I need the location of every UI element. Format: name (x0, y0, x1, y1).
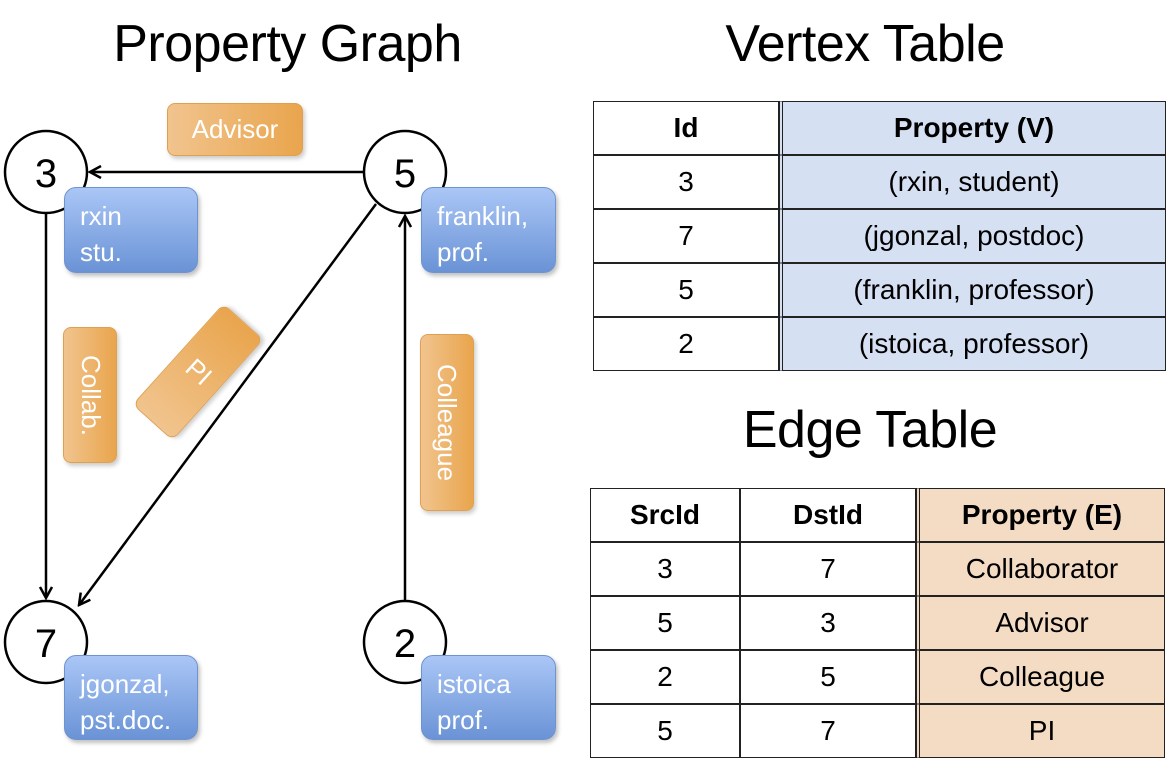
vertex-name: istoica (437, 669, 511, 699)
vertex-role: prof. (437, 705, 490, 735)
column-header: Property (V) (779, 101, 1166, 155)
table-cell: 3 (590, 542, 740, 596)
table-cell: (jgonzal, postdoc) (779, 209, 1166, 263)
vertex-name: rxin (80, 201, 122, 231)
table-cell: PI (916, 704, 1165, 758)
table-cell: Advisor (916, 596, 1165, 650)
table-header-row: SrcId DstId Property (E) (590, 488, 1165, 542)
table-row: 3(rxin, student) (593, 155, 1166, 209)
table-cell: 5 (593, 263, 779, 317)
edge-label-text: Advisor (191, 114, 279, 144)
column-header: SrcId (590, 488, 740, 542)
table-cell: 5 (590, 704, 740, 758)
table-row: 2(istoica, professor) (593, 317, 1166, 371)
vertex-name: franklin, (437, 201, 529, 231)
table-cell: (franklin, professor) (779, 263, 1166, 317)
vertex-property-3: rxin stu. (64, 187, 198, 273)
table-cell: 7 (740, 704, 916, 758)
table-cell: 3 (593, 155, 779, 209)
table-cell: 2 (593, 317, 779, 371)
column-header: Property (E) (916, 488, 1165, 542)
edge-label-advisor: Advisor (167, 103, 303, 156)
table-cell: 5 (740, 650, 916, 704)
table-row: 5(franklin, professor) (593, 263, 1166, 317)
graph-title: Property Graph (113, 15, 462, 73)
svg-text:7: 7 (35, 622, 57, 666)
table-cell: (rxin, student) (779, 155, 1166, 209)
column-header: Id (593, 101, 779, 155)
table-cell: (istoica, professor) (779, 317, 1166, 371)
table-cell: 2 (590, 650, 740, 704)
property-graph: 3 5 7 2 (3, 129, 448, 685)
table-cell: 7 (593, 209, 779, 263)
edge-table-title: Edge Table (742, 401, 998, 459)
edge-label-colleague: Colleague (420, 334, 474, 511)
table-header-row: Id Property (V) (593, 101, 1166, 155)
table-cell: 5 (590, 596, 740, 650)
vertex-table-title: Vertex Table (725, 15, 1005, 73)
table-row: 7(jgonzal, postdoc) (593, 209, 1166, 263)
svg-text:2: 2 (394, 622, 416, 666)
svg-text:5: 5 (394, 152, 416, 196)
edge-label-text: Collab. (75, 354, 106, 436)
table-cell: 7 (740, 542, 916, 596)
vertex-role: stu. (80, 237, 122, 267)
vertex-property-5: franklin, prof. (421, 187, 556, 273)
edge-label-text: PI (179, 352, 218, 392)
vertex-role: pst.doc. (80, 705, 172, 735)
table-cell: Collaborator (916, 542, 1165, 596)
edge-label-collab: Collab. (63, 327, 117, 463)
edge-label-text: Colleague (432, 363, 463, 482)
vertex-role: prof. (437, 237, 490, 267)
vertex-name: jgonzal, (80, 669, 170, 699)
svg-text:3: 3 (35, 152, 57, 196)
edge-5-7 (79, 203, 378, 605)
column-header: DstId (740, 488, 916, 542)
vertex-property-7: jgonzal, pst.doc. (64, 655, 198, 740)
table-cell: Colleague (916, 650, 1165, 704)
table-cell: 3 (740, 596, 916, 650)
vertex-table: Id Property (V) 3(rxin, student) 7(jgonz… (593, 101, 1166, 371)
vertex-property-2: istoica prof. (421, 655, 556, 740)
